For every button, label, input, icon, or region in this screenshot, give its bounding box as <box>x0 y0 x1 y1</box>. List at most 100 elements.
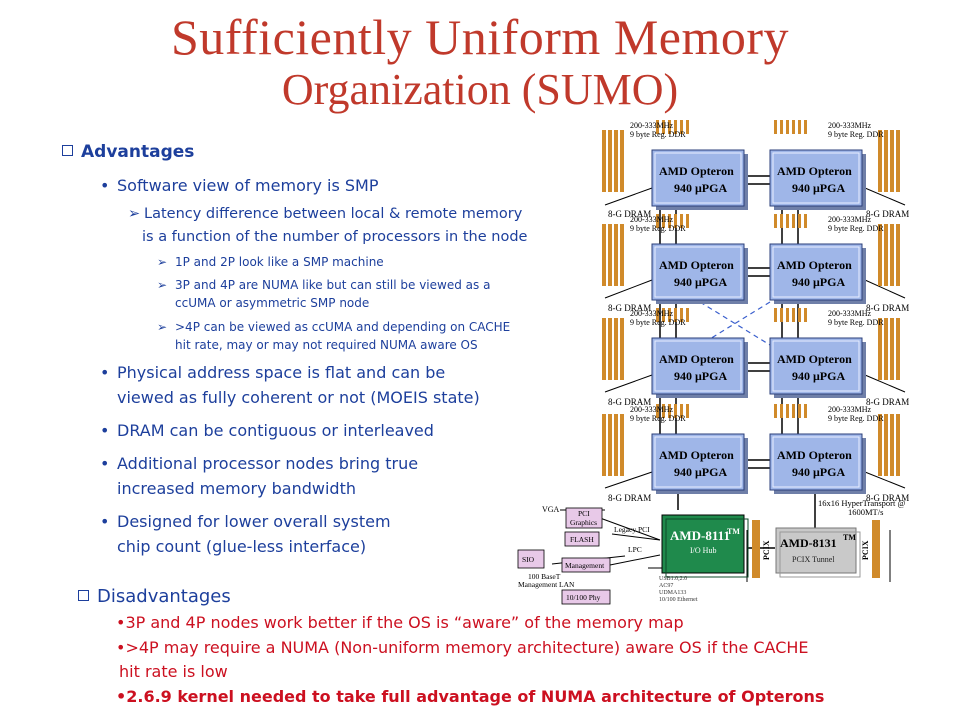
dram-pin-right <box>804 120 807 134</box>
mem-speed-right: 200-333MHz <box>828 215 872 224</box>
cpu-package: 940 μPGA <box>792 275 845 289</box>
dram-pin-left <box>686 404 689 418</box>
dram-pin-left <box>656 214 659 228</box>
disadvantage-item-3: •2.6.9 kernel needed to take full advant… <box>116 687 825 706</box>
cpu-inner-border <box>654 436 742 488</box>
ht-label-1: 16x16 HyperTransport @ <box>818 498 905 508</box>
mem-type-right: 9 byte Reg. DDR <box>828 130 884 139</box>
mem-type-left: 9 byte Reg. DDR <box>630 224 686 233</box>
dram-stick <box>608 414 612 476</box>
dram-module-right <box>890 318 894 380</box>
dram-module-right <box>896 414 900 476</box>
cpu-box <box>651 433 745 491</box>
cpu-inner-border <box>772 436 860 488</box>
dram-pin-right <box>774 214 777 228</box>
mem-type-left: 9 byte Reg. DDR <box>630 318 686 327</box>
dram-pin-left <box>680 308 683 322</box>
dram-stick <box>884 414 888 476</box>
disadvantage-item-1: •3P and 4P nodes work better if the OS i… <box>116 613 684 632</box>
cpu-name: AMD Opteron <box>777 352 852 366</box>
mem-speed-right: 200-333MHz <box>828 121 872 130</box>
dram-label-left: 8-G DRAM <box>608 303 651 313</box>
pcix-slot-left <box>752 520 760 578</box>
io-list-3: UDMA133 <box>659 590 686 596</box>
dram-pin-right <box>804 214 807 228</box>
advantage-subsubitem-2: 3P and 4P are NUMA like but can still be… <box>175 278 491 292</box>
arrow-bullet-icon: ➢ <box>128 206 141 222</box>
dram-pin-left <box>662 214 665 228</box>
advantages-heading: Advantages <box>62 142 194 162</box>
dram-module-left <box>602 414 606 476</box>
advantage-item-1: Software view of memory is SMP <box>117 176 379 195</box>
advantages-heading-label: Advantages <box>81 142 195 162</box>
dram-pin-left <box>680 214 683 228</box>
dram-module-left <box>608 318 612 380</box>
dram-module-left <box>608 224 612 286</box>
mem-type-right: 9 byte Reg. DDR <box>828 224 884 233</box>
dram-label-right: 8-G DRAM <box>866 303 909 313</box>
pci-graphics-label-2: Graphics <box>570 518 597 527</box>
sio-box <box>517 549 545 569</box>
checkbox-bullet-icon <box>78 590 89 601</box>
dram-stick <box>614 318 618 380</box>
dram-module-left <box>614 414 618 476</box>
cpu-package: 940 μPGA <box>674 181 727 195</box>
tunnel-name: AMD-8131 <box>780 536 837 550</box>
dram-module-left <box>620 224 624 286</box>
base-mgmt-label-2: Management LAN <box>518 580 575 589</box>
dram-module-left <box>620 130 624 192</box>
io-devices-lower: Management LAN 10/100 Phy AC97 UDMA133 1… <box>518 580 698 605</box>
cpu-name: AMD Opteron <box>659 448 734 462</box>
base-mgmt-label-1: 100 BaseT <box>528 572 561 581</box>
advantage-item-2: Physical address space is flat and can b… <box>117 363 446 382</box>
flash-box <box>564 531 600 547</box>
dram-stick <box>602 130 606 192</box>
mem-type-left: 9 byte Reg. DDR <box>630 414 686 423</box>
advantage-item-3: DRAM can be contiguous or interleaved <box>117 421 434 440</box>
dram-pin-left <box>674 308 677 322</box>
dram-stick <box>614 130 618 192</box>
disadvantage-item-2-text: >4P may require a NUMA (Non-uniform memo… <box>125 638 809 657</box>
dram-module-left <box>620 318 624 380</box>
lpc-label: LPC <box>628 545 642 554</box>
dram-pin-left <box>662 308 665 322</box>
bullet-item: • <box>100 176 110 195</box>
dram-pin-right <box>786 120 789 134</box>
bullet-item: • <box>100 454 110 473</box>
dram-pin-right <box>780 214 783 228</box>
dram-pin-right <box>786 404 789 418</box>
slide-title-line2: Organization (SUMO) <box>281 65 679 114</box>
dram-pin-right <box>792 214 795 228</box>
disadvantage-item-3-text: 2.6.9 kernel needed to take full advanta… <box>126 687 825 706</box>
interconnect-links <box>551 175 906 582</box>
dram-label-right: 8-G DRAM <box>866 209 909 219</box>
dram-module-right <box>884 224 888 286</box>
dram-pin-left <box>656 120 659 134</box>
cpu-inner-border <box>654 152 742 204</box>
phy-label: 10/100 Phy <box>566 593 601 602</box>
cpu-box <box>651 149 745 207</box>
dram-stick <box>608 318 612 380</box>
advantage-item-5: Designed for lower overall system <box>117 512 391 531</box>
dram-module-left <box>614 130 618 192</box>
management-label: Management <box>565 561 605 570</box>
dram-stick <box>602 224 606 286</box>
dram-stick <box>614 414 618 476</box>
dram-pin-left <box>686 120 689 134</box>
cpu-package: 940 μPGA <box>792 465 845 479</box>
advantage-item-4: Additional processor nodes bring true <box>117 454 419 473</box>
advantage-subsubitem-1: 1P and 2P look like a SMP machine <box>175 255 384 269</box>
bullet-item: • <box>100 421 110 440</box>
dram-stick <box>896 318 900 380</box>
pcix-label-right: PCIX <box>861 540 870 560</box>
dram-module-right <box>890 414 894 476</box>
dram-stick <box>884 130 888 192</box>
dram-pin-left <box>680 404 683 418</box>
cpu-inner-border <box>772 152 860 204</box>
dram-stick <box>620 414 624 476</box>
